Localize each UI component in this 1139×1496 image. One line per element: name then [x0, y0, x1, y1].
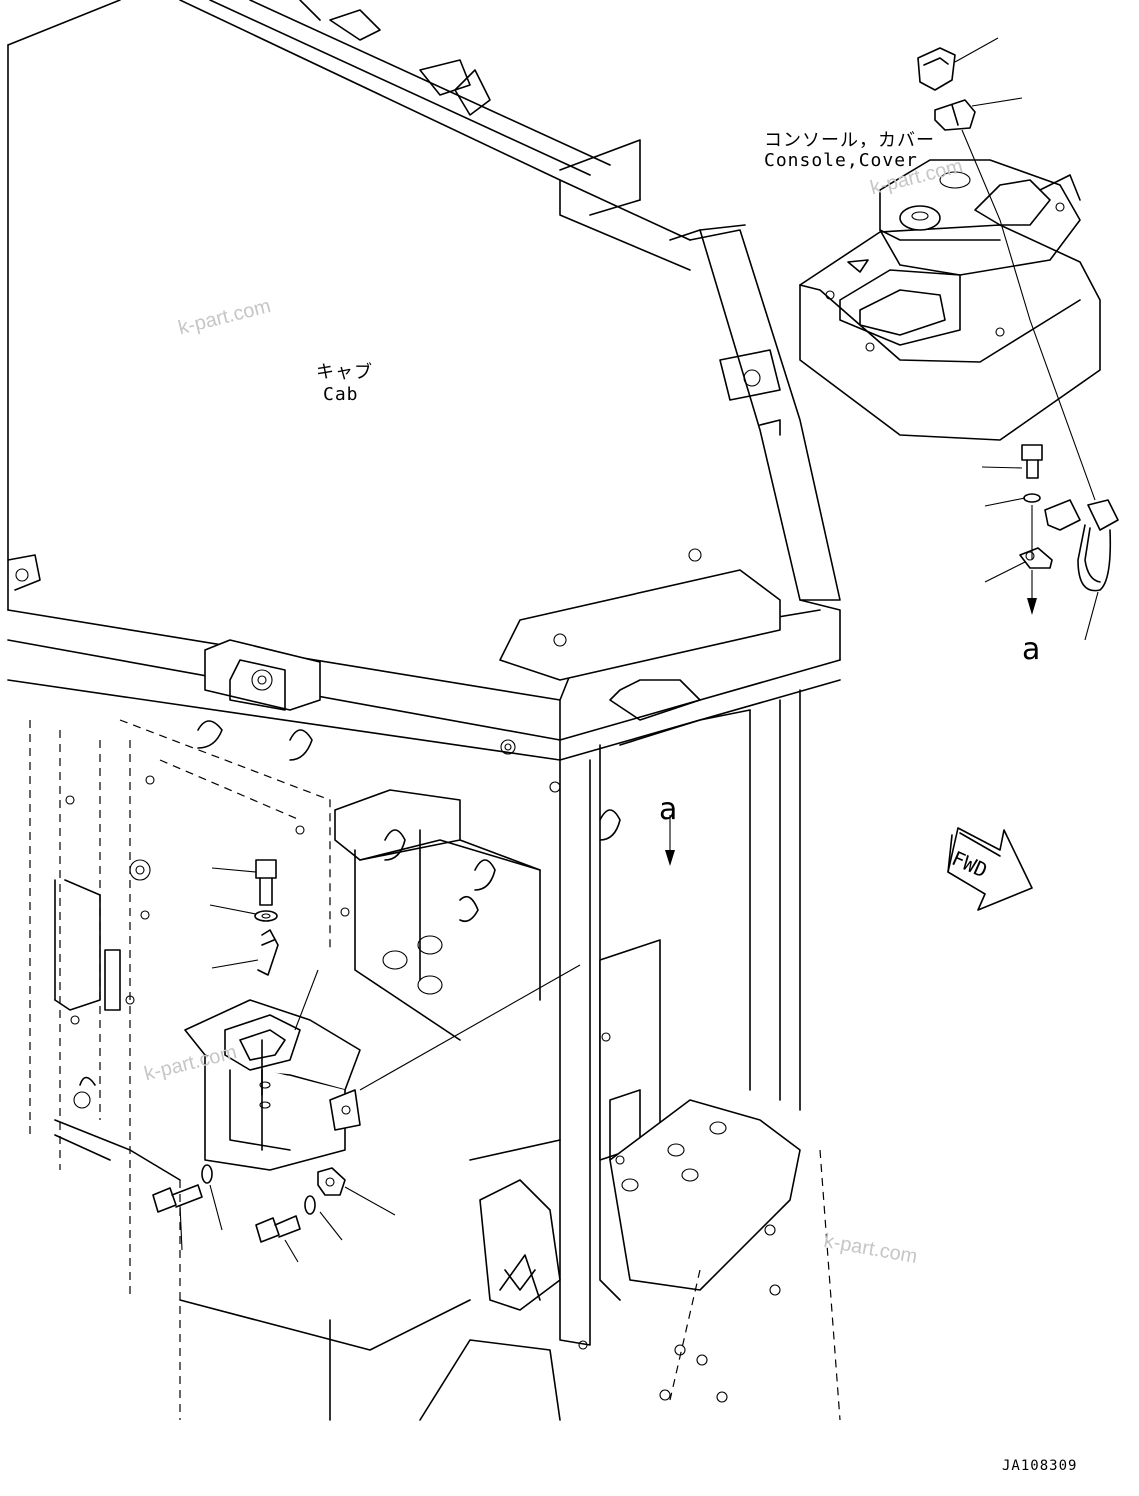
fwd-arrow-icon — [947, 827, 1033, 911]
cab-label-jp: キャブ — [316, 362, 373, 383]
cab-roof — [7, 0, 841, 761]
bracket-assembly — [152, 859, 581, 1263]
cab-label-en: Cab — [323, 384, 359, 405]
cab-frame — [29, 689, 841, 1421]
console-cover-label-en: Console,Cover — [764, 150, 918, 171]
view-a-arrow — [665, 815, 675, 866]
detail-a-label: a — [1022, 632, 1041, 667]
console-cover — [799, 37, 1101, 501]
console-cover-label-jp: コンソール，カバー — [764, 130, 935, 151]
drawing-code: JA108309 — [1002, 1458, 1078, 1474]
harness-detail — [981, 444, 1119, 641]
view-a-label: a — [659, 792, 678, 827]
